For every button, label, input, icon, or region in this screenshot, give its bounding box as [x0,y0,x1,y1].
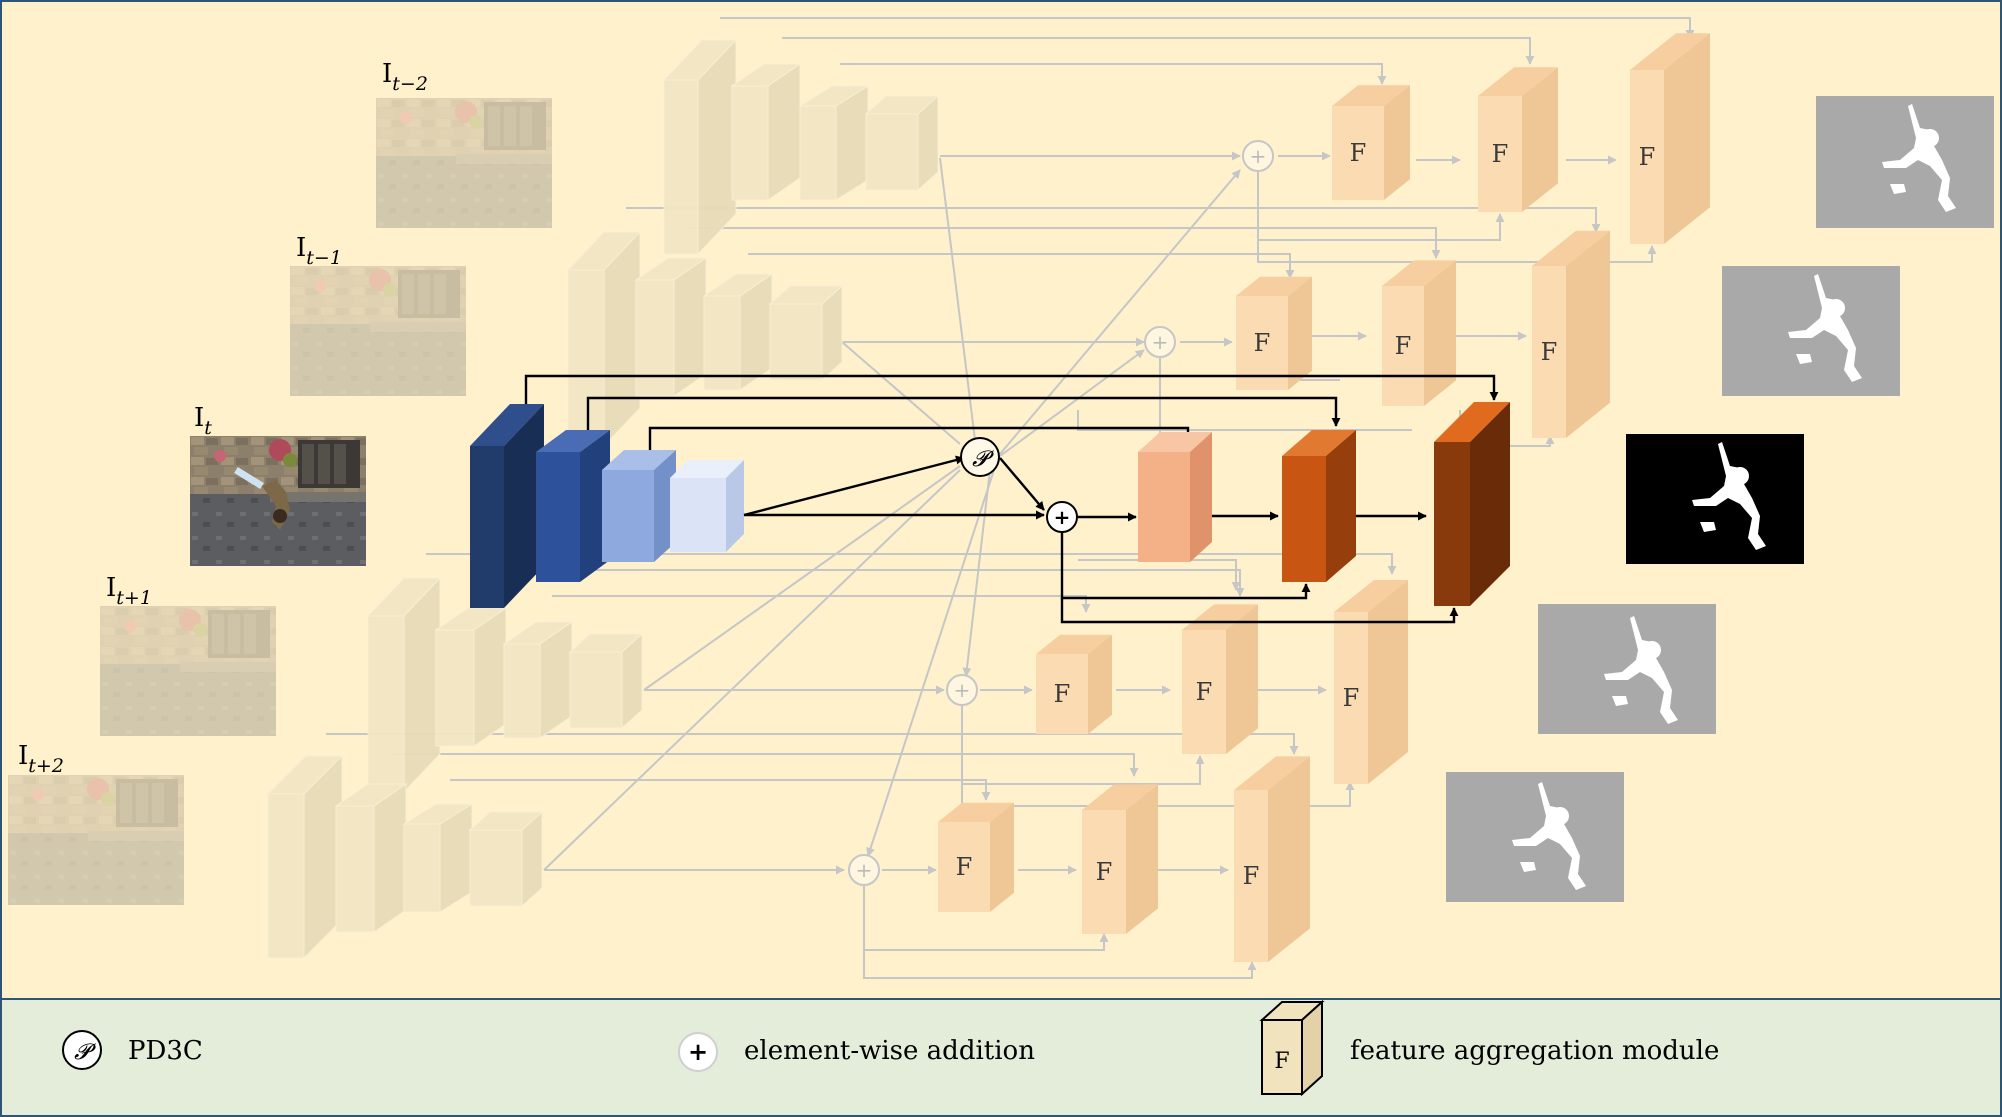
main-decoder [1138,402,1510,606]
module-letter: F [956,853,973,881]
output-mask-t-minus-1 [1722,266,1900,396]
output-mask-t [1626,434,1804,564]
output-mask-t-minus-2 [1816,96,1994,228]
module-letter: F [1196,678,1213,706]
frame-t-image [190,436,366,566]
faded-aggregation-module: F [1532,230,1610,438]
legend-module-label: feature aggregation module [1350,1036,1719,1066]
faded-aggregation-module: F [1382,260,1456,406]
legend-module-icon: F [1259,999,1325,1097]
main-encoder [470,404,744,608]
frame-label: It [194,403,212,439]
faded-aggregation-module: F [1182,604,1258,754]
add-symbol-faded: + [1152,330,1169,354]
frame-t-minus-2-image [376,98,552,228]
faded-aggregation-module: F [1630,33,1710,245]
encoder-block-4 [670,460,744,552]
legend-add-symbol: + [688,1037,708,1066]
add-symbol-faded: + [1250,144,1267,168]
module-letter: F [1243,862,1260,890]
output-mask-t-plus-1 [1538,604,1716,734]
frame-t-minus-1-image [290,266,466,396]
main-connections [524,374,1499,624]
faded-aggregation-module: F [938,802,1014,912]
faded-aggregation-module: F [1036,634,1112,734]
faded-addition-symbols: + + + + [856,144,1267,882]
legend-pd3c-icon [62,1030,102,1070]
frame-label: It+1 [106,573,152,609]
module-letter: F [1541,338,1558,366]
legend-pd3c-label: PD3C [128,1036,203,1066]
pd3c-node [960,437,1000,477]
decoder-block-1 [1138,432,1212,562]
module-letter: F [1492,140,1509,168]
faded-aggregation-module: F [1082,784,1158,934]
frame-labels: It−2 It−1 It It+1 It+2 [18,59,428,777]
module-letter: F [1054,680,1071,708]
faded-aggregation-module: F [1332,85,1410,200]
module-letter: F [1343,684,1360,712]
add-symbol-main: + [1054,505,1071,529]
legend-panel [2,1000,2000,1115]
legend: 𝓟 PD3C + element-wise addition F feature… [62,999,1719,1097]
output-mask-t-plus-2 [1446,772,1624,902]
module-letter: F [1254,329,1271,357]
decoder-block-3 [1434,402,1510,606]
frame-t-plus-2-image [8,775,184,905]
module-letter: F [1639,143,1656,171]
module-letter: F [1395,332,1412,360]
faded-aggregation-module: F [1236,276,1312,390]
legend-add-label: element-wise addition [744,1036,1035,1066]
decoder-block-2 [1282,430,1356,582]
frame-label: It−1 [296,233,342,269]
main-addition-node [1046,501,1078,533]
frame-label: It+2 [18,741,64,777]
faded-aggregation-module: F [1234,756,1310,962]
faded-aggregation-module: F [1334,580,1408,784]
module-letter: F [1096,858,1113,886]
legend-module-letter: F [1274,1049,1289,1074]
legend-addition-icon [678,1032,718,1072]
frame-t-plus-1-image [100,606,276,736]
faded-aggregation-module: F [1478,67,1558,212]
faded-addition-nodes [848,140,1274,886]
faded-encoder-stacks [266,38,940,960]
encoder-block-3 [602,450,676,562]
frame-label: It−2 [382,59,428,95]
faded-aggregation-modules: F F F F F F F F F F F F [938,33,1710,962]
encoder-block-1 [470,404,544,608]
module-letter: F [1350,139,1367,167]
encoder-block-2 [536,430,610,582]
add-symbol-faded: + [856,858,873,882]
add-symbol-faded: + [954,678,971,702]
